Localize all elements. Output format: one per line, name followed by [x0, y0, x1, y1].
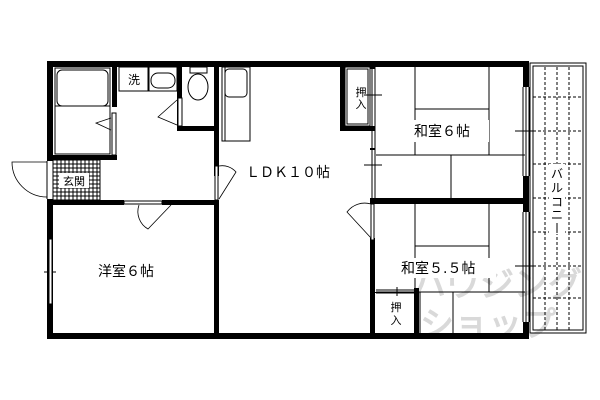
- room-label-washitsu6: 和室６帖: [414, 123, 470, 140]
- balcony: バ ル コ ニ: [529, 62, 587, 334]
- entrance: 玄関: [11, 159, 101, 201]
- bathroom: [54, 67, 117, 156]
- svg-text:ニ: ニ: [551, 208, 563, 222]
- svg-text:バ: バ: [551, 167, 563, 181]
- toilet: [157, 66, 209, 127]
- closet-top-label-2: 入: [356, 98, 367, 111]
- walls: [47, 61, 529, 339]
- closet-bottom: 押 入: [391, 300, 402, 327]
- entrance-label: 玄関: [63, 174, 85, 188]
- washer-label: 洗: [128, 73, 140, 87]
- closet-top: 押 入: [344, 66, 371, 127]
- svg-text:ル: ル: [551, 181, 563, 195]
- washitsu-door: [346, 202, 375, 241]
- room-label-washitsu55: 和室５.５帖: [401, 260, 475, 277]
- closet-top-label-1: 押: [356, 85, 367, 99]
- closet-bottom-label-1: 押: [391, 300, 402, 314]
- sink: [148, 66, 178, 92]
- bedroom-door: [137, 204, 172, 230]
- closet-bottom-label-2: 入: [391, 314, 402, 327]
- room-label-youshitsu6: 洋室６帖: [98, 263, 154, 280]
- svg-text:コ: コ: [551, 195, 563, 209]
- balcony-label: バ ル コ ニ: [551, 167, 563, 233]
- ldk-door: [214, 165, 237, 201]
- kitchen-counter: [221, 66, 251, 142]
- room-label-ldk: ＬＤＫ１０帖: [246, 165, 330, 181]
- washer: 洗: [118, 66, 149, 92]
